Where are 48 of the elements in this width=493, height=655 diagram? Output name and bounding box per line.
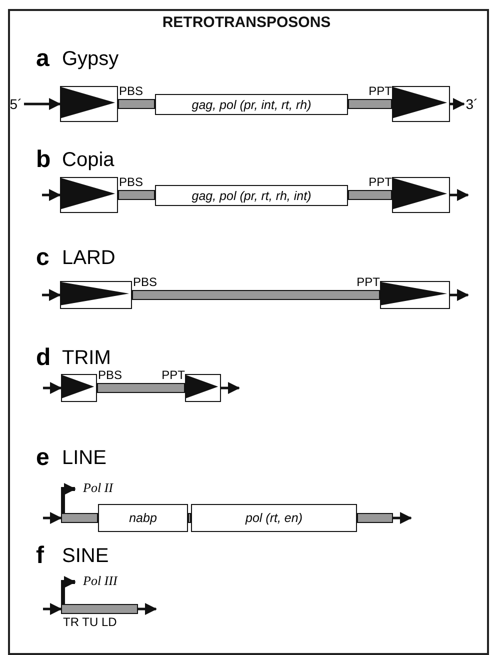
site-label: PPT [368, 176, 392, 189]
element-name: Copia [62, 150, 114, 170]
element-name: SINE [62, 546, 109, 566]
ltr-box [61, 374, 97, 402]
spacer-bar [61, 513, 98, 523]
panel-letter: e [36, 446, 50, 470]
ltr-box [392, 86, 450, 122]
spacer-bar [118, 99, 155, 109]
site-label: PBS [119, 176, 144, 189]
spacer-bar [61, 604, 138, 614]
element-name: Gypsy [62, 49, 119, 69]
spacer-bar [348, 99, 392, 109]
gene-box: gag, pol (pr, rt, rh, int) [155, 185, 348, 206]
spacer-bar [132, 290, 380, 300]
spacer-bar [348, 190, 392, 200]
ltr-box [380, 281, 450, 309]
site-label: PBS [119, 85, 144, 98]
ltr-box [60, 86, 118, 122]
element-name: TRIM [62, 348, 111, 368]
gene-box: gag, pol (pr, int, rt, rh) [155, 94, 348, 115]
end-label: 5´ [8, 95, 24, 113]
polymerase-label: Pol II [83, 481, 113, 494]
panel-letter: d [36, 346, 51, 370]
site-label: PPT [368, 85, 392, 98]
panel-letter: a [36, 47, 50, 71]
site-label: PBS [98, 369, 122, 382]
gene-box: nabp [98, 504, 188, 532]
figure-title: RETROTRANSPOSONS [161, 14, 332, 31]
end-label: 3´ [464, 95, 480, 113]
spacer-bar [97, 383, 185, 393]
site-label: PPT [356, 276, 380, 289]
spacer-bar [118, 190, 155, 200]
ltr-box [60, 177, 118, 213]
spacer-bar [188, 513, 191, 523]
polymerase-label: Pol III [83, 574, 118, 587]
element-name: LARD [62, 248, 116, 268]
ltr-box [392, 177, 450, 213]
element-name: LINE [62, 448, 106, 468]
site-label: PPT [162, 369, 185, 382]
site-label: PBS [133, 276, 158, 289]
ltr-box [60, 281, 132, 309]
panel-letter: c [36, 246, 50, 270]
spacer-bar [357, 513, 393, 523]
panel-letter: b [36, 148, 51, 172]
panel-letter: f [36, 544, 44, 568]
ltr-box [185, 374, 221, 402]
gene-box: pol (rt, en) [191, 504, 357, 532]
site-label: TR TU LD [63, 616, 117, 629]
